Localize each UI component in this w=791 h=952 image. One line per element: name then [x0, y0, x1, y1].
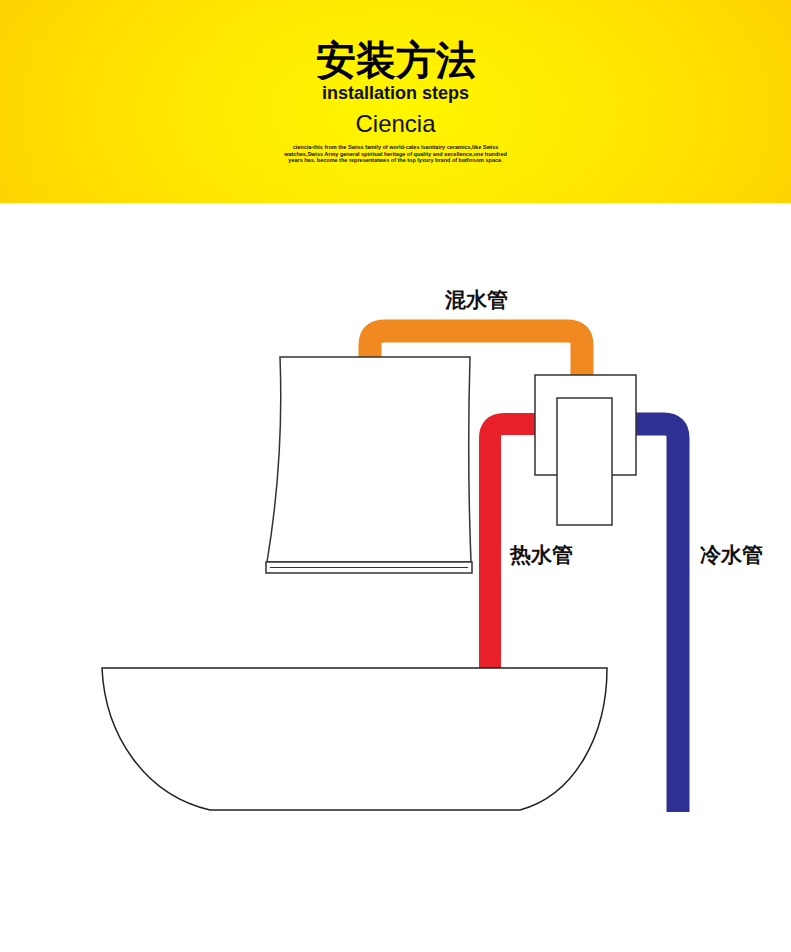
brand-description: ciencia-this from the Swiss family of wo… — [278, 144, 514, 164]
wash-basin — [102, 668, 607, 810]
label-holder: 冷水管 — [698, 542, 765, 568]
faucet-outlet-line — [270, 567, 468, 568]
subtitle-text: installation steps — [0, 82, 791, 104]
pipe-label: 热水管 — [508, 543, 575, 566]
page-title: 安装方法 — [0, 38, 791, 82]
valve-handle — [557, 398, 612, 525]
brand-name: Ciencia — [0, 109, 791, 139]
faucet-body — [267, 357, 471, 562]
cold-water-pipe — [630, 424, 678, 812]
label-holder: 混水管 — [443, 287, 510, 313]
header-banner: 安装方法installation stepsCiencia ciencia-thi… — [0, 0, 791, 203]
label-holder: 热水管 — [508, 542, 575, 568]
pipe-label: 冷水管 — [698, 543, 765, 566]
faucet-outlet — [266, 562, 472, 573]
pipe-label: 混水管 — [443, 288, 510, 311]
